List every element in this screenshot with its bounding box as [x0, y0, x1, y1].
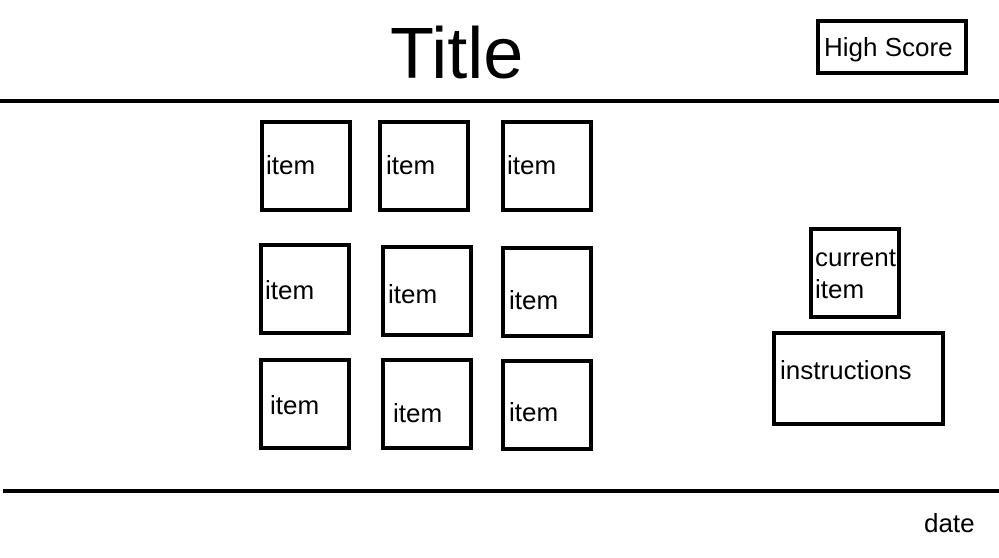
grid-item[interactable]: item	[501, 359, 593, 451]
grid-item[interactable]: item	[378, 120, 470, 212]
grid-item[interactable]: item	[501, 246, 593, 338]
grid-item-label: item	[509, 285, 559, 315]
grid-item[interactable]: item	[501, 120, 593, 212]
current-item-line1: current	[815, 242, 896, 272]
grid-item[interactable]: item	[259, 243, 351, 335]
grid-item[interactable]: item	[259, 358, 351, 450]
page-title: Title	[390, 14, 524, 94]
header-divider	[0, 99, 999, 103]
grid-item-label: item	[507, 150, 557, 180]
grid-item[interactable]: item	[260, 120, 352, 212]
grid-item-label: item	[270, 390, 320, 420]
grid-item[interactable]: item	[381, 245, 473, 337]
grid-item-label: item	[386, 150, 436, 180]
grid-item-label: item	[388, 279, 438, 309]
footer-divider	[3, 489, 999, 493]
instructions-box: instructions	[772, 331, 945, 426]
grid-item-label: item	[265, 275, 315, 305]
grid-item-label: item	[509, 397, 559, 427]
instructions-label: instructions	[780, 355, 912, 385]
grid-item[interactable]: item	[381, 358, 473, 450]
grid-item-label: item	[266, 150, 316, 180]
current-item-box: current item	[809, 227, 901, 319]
high-score-button[interactable]: High Score	[816, 19, 968, 75]
current-item-line2: item	[815, 274, 865, 304]
current-item-text: current item	[815, 241, 897, 305]
grid-item-label: item	[393, 398, 443, 428]
date-label: date	[924, 508, 975, 538]
